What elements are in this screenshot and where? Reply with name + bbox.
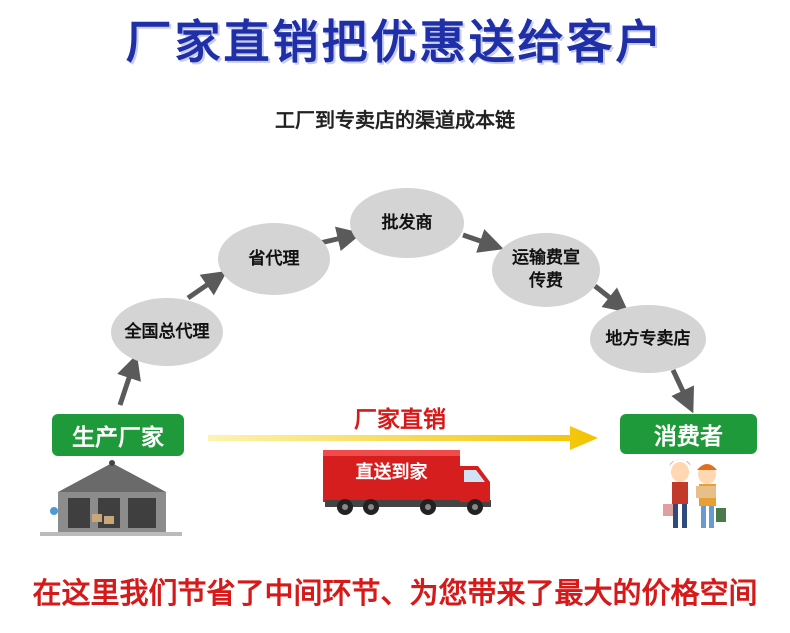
node-shipping-cost: 运输费宣 传费 (492, 233, 600, 307)
arrow-shipping-to-store (593, 284, 629, 313)
consumers-icon (663, 459, 726, 528)
arrow-national-to-provincial (186, 270, 228, 301)
direct-sales-arrow (208, 426, 598, 450)
subtitle: 工厂到专卖店的渠道成本链 (275, 108, 515, 132)
arrow-store-to-consumer (670, 368, 695, 414)
direct-sales-label: 厂家直销 (354, 407, 446, 433)
node-national-agent: 全国总代理 (111, 298, 223, 366)
consumer-box: 消费者 (620, 414, 757, 454)
node-shipping-line2: 传费 (529, 271, 563, 291)
truck-icon (323, 450, 491, 515)
arrow-provincial-to-wholesaler (319, 226, 363, 252)
factory-icon (40, 460, 182, 536)
footer-text: 在这里我们节省了中间环节、为您带来了最大的价格空间 (32, 576, 758, 610)
node-wholesaler: 批发商 (350, 188, 464, 258)
node-shipping-line1: 运输费宣 (512, 248, 580, 269)
arrow-wholesaler-to-shipping (462, 229, 504, 253)
factory-box: 生产厂家 (52, 414, 184, 456)
truck-text: 直送到家 (355, 462, 428, 483)
node-provincial-agent: 省代理 (218, 223, 330, 295)
main-title: 厂家直销把优惠送给客户 (125, 15, 665, 69)
node-local-store: 地方专卖店 (590, 305, 706, 373)
arrow-factory-to-national (117, 354, 141, 406)
